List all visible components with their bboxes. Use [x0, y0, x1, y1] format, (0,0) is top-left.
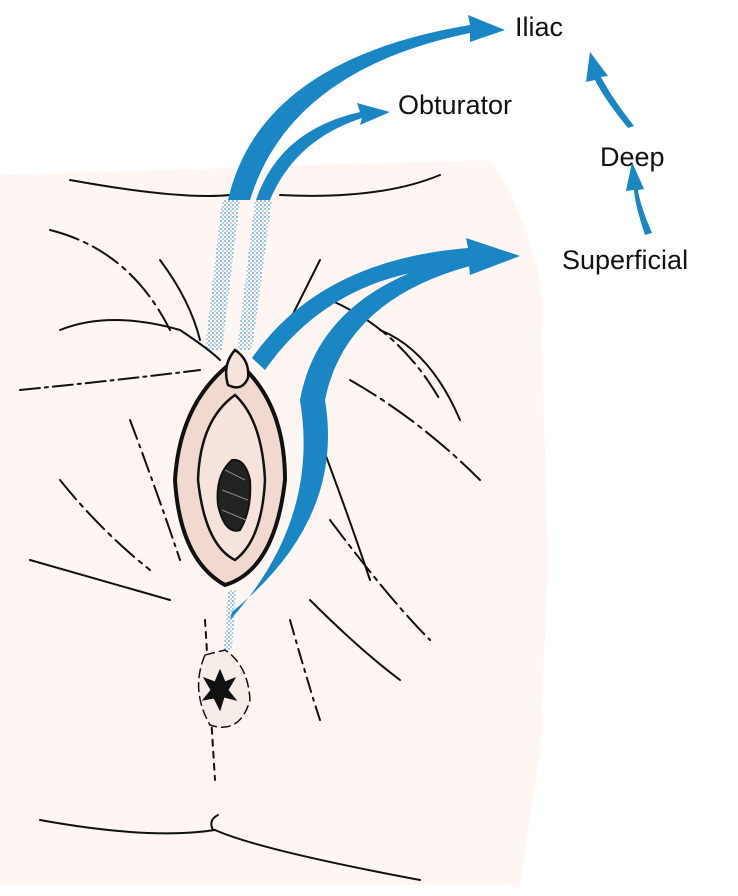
iliac-label: Iliac — [515, 12, 564, 42]
superficial-to-deep-arrow — [626, 162, 652, 235]
stippled-channels — [205, 200, 272, 650]
superficial-label: Superficial — [562, 245, 689, 275]
body-contours — [19, 174, 481, 881]
deep-label: Deep — [600, 142, 665, 172]
obturator-label: Obturator — [398, 90, 513, 120]
anus — [197, 649, 251, 728]
superficial-arrow-perineal — [230, 255, 470, 620]
iliac-arrow — [228, 15, 505, 200]
drainage-arrows — [228, 15, 652, 620]
vulva — [172, 348, 288, 588]
obturator-arrow — [256, 103, 390, 200]
superficial-arrow — [252, 238, 520, 370]
deep-to-iliac-arrow — [586, 52, 634, 128]
